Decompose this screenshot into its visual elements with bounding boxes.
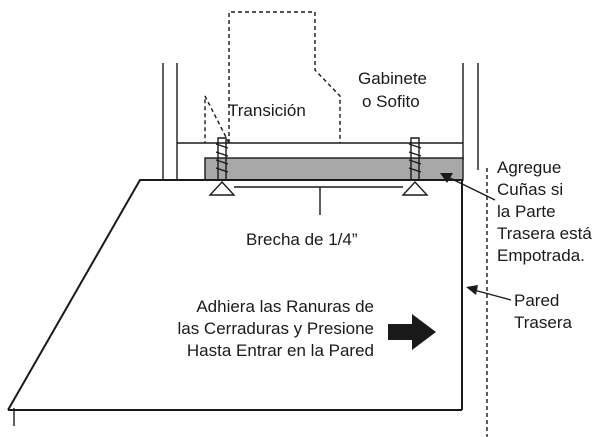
back-wall-label-line-2: Trasera — [514, 313, 572, 332]
right-arrow-icon — [388, 314, 436, 350]
shims-label-line-3: la Parte — [497, 202, 556, 221]
instruction-line-3: Hasta Entrar en la Pared — [187, 341, 374, 360]
mounting-bar — [204, 157, 464, 181]
screw-icon — [401, 137, 429, 196]
shims-label-line-1: Agregue — [497, 158, 561, 177]
screw-icon — [208, 137, 236, 196]
shims-label-line-2: Cuñas si — [497, 180, 563, 199]
instruction-line-1: Adhiera las Ranuras de — [196, 297, 374, 316]
shims-leader — [440, 173, 496, 201]
cabinet-outline — [162, 63, 479, 180]
range-hood-body — [7, 179, 463, 411]
cabinet-label-line-2: o Sofito — [362, 92, 420, 111]
back-wall-leader — [466, 285, 512, 301]
gap-indicator — [234, 186, 403, 215]
instruction-line-2: las Cerraduras y Presione — [177, 319, 374, 338]
back-wall-label-line-1: Pared — [514, 291, 559, 310]
gap-label: Brecha de 1/4” — [246, 230, 358, 249]
transition-duct — [204, 11, 341, 144]
shims-label-line-4: Trasera está — [497, 224, 592, 243]
cabinet-label-line-1: Gabinete — [358, 69, 427, 88]
shims-label-line-5: Empotrada. — [497, 246, 585, 265]
transition-label: Transición — [228, 101, 306, 120]
